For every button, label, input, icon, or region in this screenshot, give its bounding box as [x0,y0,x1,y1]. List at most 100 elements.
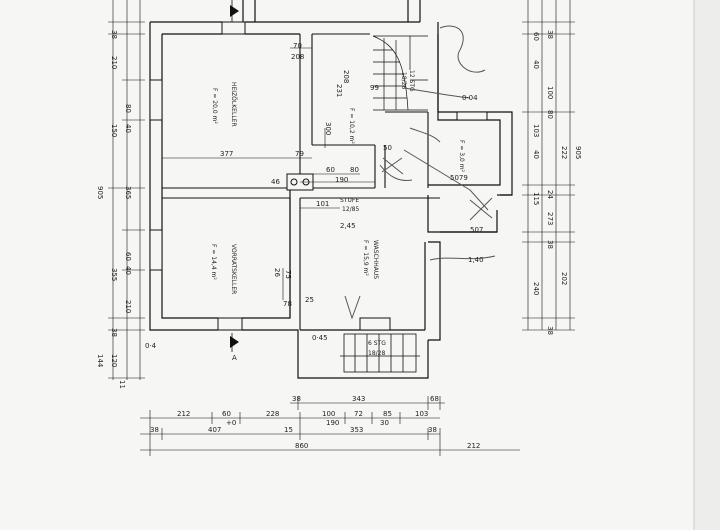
staircase-top [372,35,428,111]
bottom-dimension-lines [140,396,520,456]
dim-78: 78 [283,300,292,308]
bottom-dimension-label: 212 [177,410,190,418]
bottom-dimension-label: 38 [150,426,159,434]
right-dim-label: 115 [532,192,540,205]
handwritten-sketch [344,25,496,320]
annotation-h3: 1,40 [468,256,484,264]
bottom-dimension-label: 407 [208,426,221,434]
dim-231: 231 [335,84,343,97]
stg-top-label: 12 STG [408,70,415,92]
room-area-vorrat: F = 14,4 m² [210,244,217,280]
bottom-dimension-label: 353 [350,426,363,434]
stg-top-dim: 18/26 [400,72,407,89]
bottom-dimension-label: 103 [415,410,428,418]
left-dim-label: 40 [124,266,132,275]
staircase-bottom [340,333,420,373]
section-marker-top [230,0,239,22]
dim-50: 50 [383,144,392,152]
dim-46: 46 [271,178,280,186]
bottom-dimension-labels: 38 343 68 212 60 228 100 72 85 103 +0 190 30 38 407 353… [150,395,480,450]
right-dim-label: 24 [546,190,554,199]
left-dim-label: 80 [124,104,132,113]
bottom-dimension-label: 860 [295,442,308,450]
bottom-dimension-label: 38 [428,426,437,434]
stufe-dim: 12/85 [342,206,359,213]
annotation-h4: 2,45 [340,222,356,230]
room-area-wasch: F = 15,9 m² [362,240,369,276]
stg-bottom-label: 6 STG [368,340,386,347]
left-dim-label: 144 [96,354,104,368]
dim-79: 79 [295,150,304,158]
room-name-wasch: WASCHHAUS [372,240,379,279]
bottom-dimension-label: 60 [222,410,231,418]
right-dim-label: 60 [532,32,540,41]
bottom-dimension-label: +0 [226,419,236,427]
right-dim-label: 905 [574,146,582,159]
dim-70: 70 [293,42,302,50]
bottom-dimension-label: 190 [326,419,339,427]
left-dim-label: 210 [110,56,118,69]
stg-bottom-dim: 18/28 [368,350,385,357]
right-dim-label: 273 [546,212,554,225]
room-area-flur: F = 10,2 m² [348,108,355,144]
left-dimension-lines [108,0,145,380]
left-dim-label: 11 [118,380,126,389]
windows [149,21,488,331]
room-area-small: F = 3,0 m² [458,140,465,173]
left-dim-label: 210 [124,300,132,313]
annotation-h1: 507 [470,226,483,234]
bottom-dimension-label: 68 [430,395,439,403]
right-dim-label: 38 [546,30,554,39]
inner-dimension-lines [162,47,375,300]
left-dim-label: 38 [110,30,118,39]
dim-80: 80 [350,166,359,174]
bottom-dimension-label: 15 [284,426,293,434]
room-name-vorrat: VORRATSKELLER [230,244,237,294]
left-dim-label: 40 [124,124,132,133]
stufe-label: STUFE [340,197,359,204]
dim-26a: 26 [273,268,281,277]
right-dim-label: 80 [546,110,554,119]
bottom-dimension-label: 343 [352,395,365,403]
left-dim-label: 905 [96,186,104,199]
dim-377: 377 [220,150,233,158]
right-dim-label: 222 [560,146,568,159]
left-dim-label: 60 [124,252,132,261]
left-dim-label: 355 [110,268,118,281]
dim-190: 190 [335,176,348,184]
room-area-heizoel: F = 20,0 m² [211,88,218,124]
inner-walls [162,33,440,330]
right-dim-label: 40 [532,60,540,69]
left-dim-label: 365 [124,186,132,199]
right-dim-label: 100 [546,86,554,99]
right-dimension-lines [522,0,575,331]
dim-60: 60 [326,166,335,174]
left-dim-label: 38 [110,328,118,337]
bottom-dimension-label: 72 [354,410,363,418]
left-dimension-labels: 38 210 80 40 150 365 905 60 40 355 210 38 120 144 11 [96,30,132,389]
annotation-h6: 0·4 [145,342,157,350]
section-label-bottom: A [232,354,237,362]
dim-300: 300 [324,122,332,135]
right-dim-label: 240 [532,282,540,295]
bottom-dimension-label: 228 [266,410,279,418]
left-dim-label: 150 [110,124,118,137]
bottom-dimension-label: 100 [322,410,335,418]
annotation-h2: 0·04 [462,94,478,102]
dim-25: 25 [305,296,314,304]
annotation-h5: 0·45 [312,334,328,342]
dim-208b: 208 [342,70,350,83]
bottom-dimension-label: 85 [383,410,392,418]
bottom-dimension-label: 38 [292,395,301,403]
dim-75: 75 [284,270,292,279]
right-dim-label: 38 [546,326,554,335]
bottom-dimension-label: 212 [467,442,480,450]
annotation-top-right: 5079 [450,174,468,182]
left-dim-label: 120 [110,354,118,367]
bottom-dimension-label: 30 [380,419,389,427]
dim-208a: 208 [291,53,304,61]
right-dim-label: 40 [532,150,540,159]
right-dim-label: 38 [546,240,554,249]
